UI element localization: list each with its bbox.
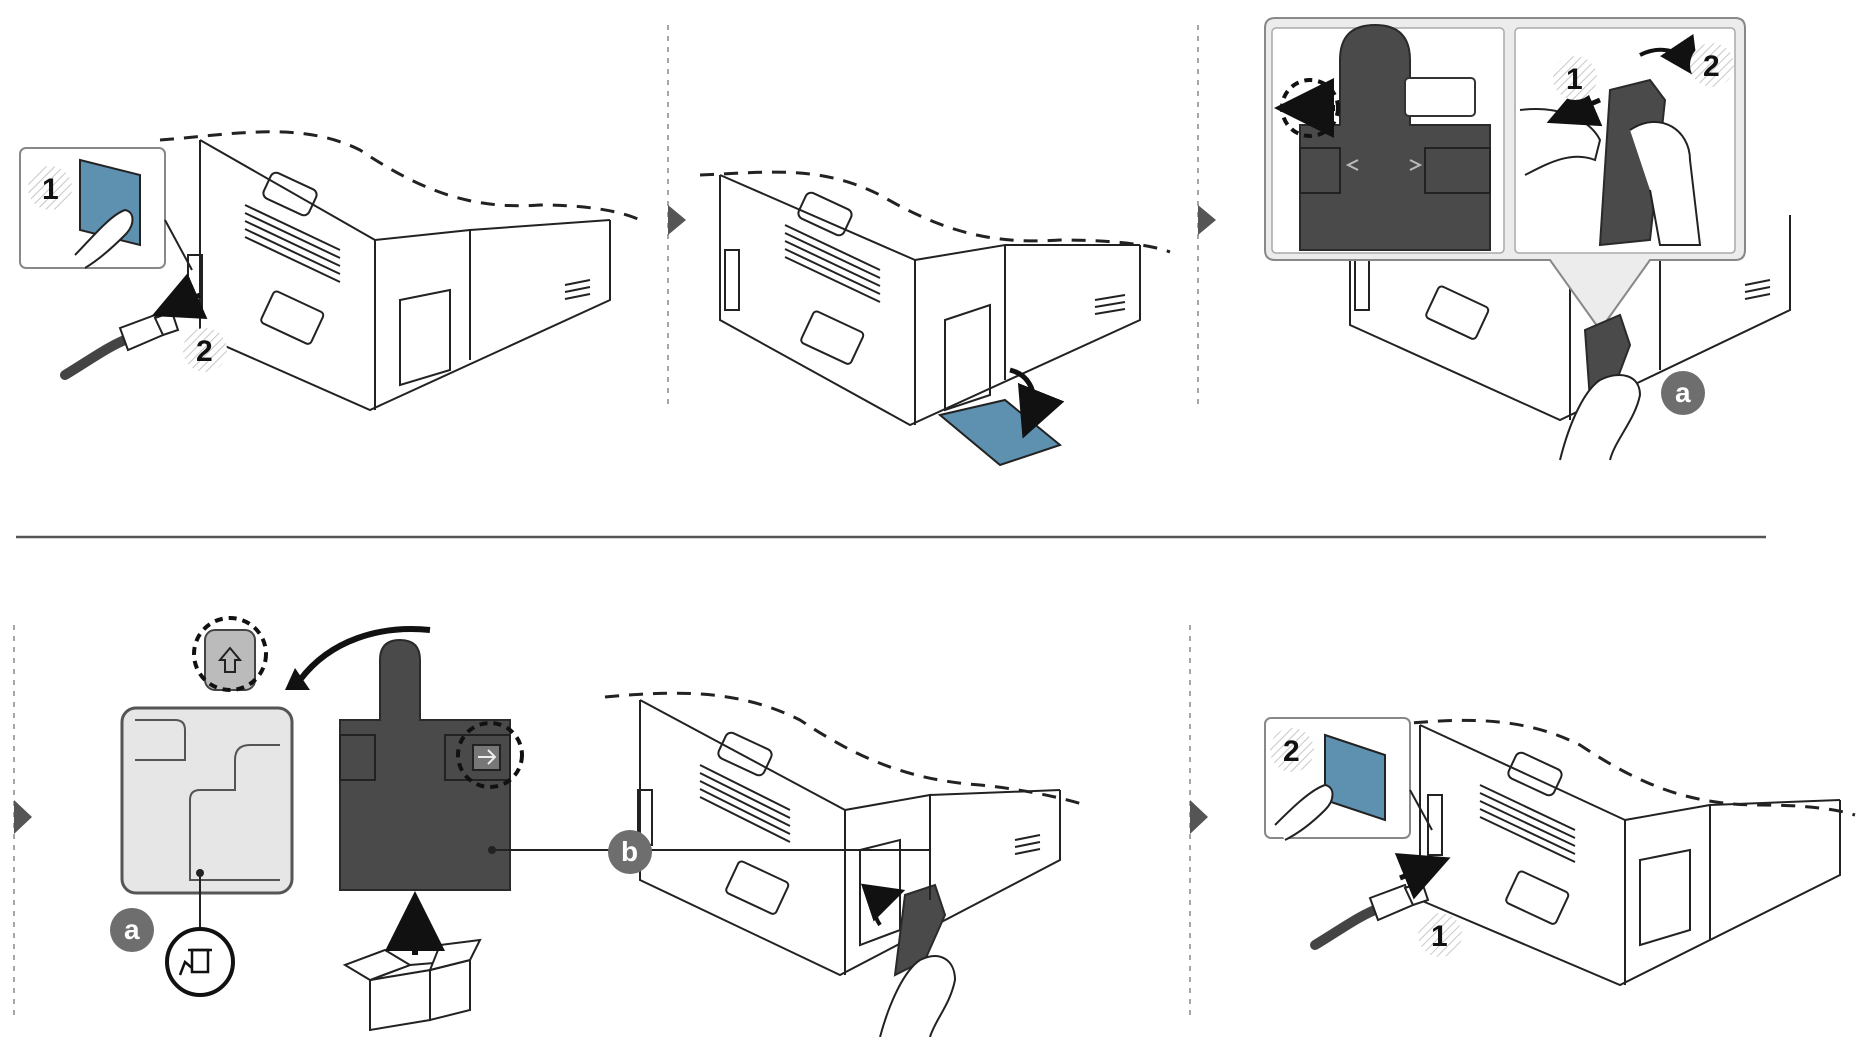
printer-rear-view <box>1389 718 1856 987</box>
callout-b-badge <box>608 830 652 874</box>
triangle-right-icon <box>1190 800 1208 834</box>
printer-rear-view <box>159 130 641 412</box>
triangle-right-icon <box>14 800 32 834</box>
power-cord: 2 <box>60 273 227 380</box>
callout-letter: b <box>621 836 638 867</box>
panel-3-remove-container: 1 2 a <box>1264 17 1791 461</box>
box-up-arrow-icon <box>342 891 482 1032</box>
step-number: 2 <box>1703 50 1720 83</box>
used-waste-container: a <box>110 616 294 997</box>
magnified-callout: 1 2 <box>1264 17 1746 332</box>
step-arrows <box>14 205 1216 834</box>
power-cord: 1 <box>1310 853 1462 957</box>
triangle-right-icon <box>1198 205 1216 235</box>
callout-a-badge <box>1661 371 1705 415</box>
recycle-bin-icon <box>178 948 212 976</box>
power-switch-callout: 1 <box>19 147 193 271</box>
panel-1-power-off: 1 2 <box>19 130 641 412</box>
panel-4-dispose-and-install: a <box>110 616 1086 1037</box>
step-number: 1 <box>42 173 59 206</box>
new-waste-container <box>285 626 600 891</box>
step-number: 2 <box>196 335 213 368</box>
panel-2-open-cover <box>699 170 1171 467</box>
callout-letter: a <box>124 914 140 945</box>
step-number: 1 <box>1431 920 1448 953</box>
printer-rear-view <box>600 691 1086 1037</box>
panel-separators <box>13 25 1766 1015</box>
step-number: 1 <box>1566 63 1583 96</box>
step-number: 2 <box>1283 735 1300 768</box>
power-switch-callout: 2 <box>1264 717 1433 841</box>
callout-letter: a <box>1675 377 1691 408</box>
triangle-right-icon <box>668 205 686 235</box>
callout-a-badge <box>110 908 154 952</box>
panel-5-power-on: 2 1 <box>1264 717 1856 987</box>
